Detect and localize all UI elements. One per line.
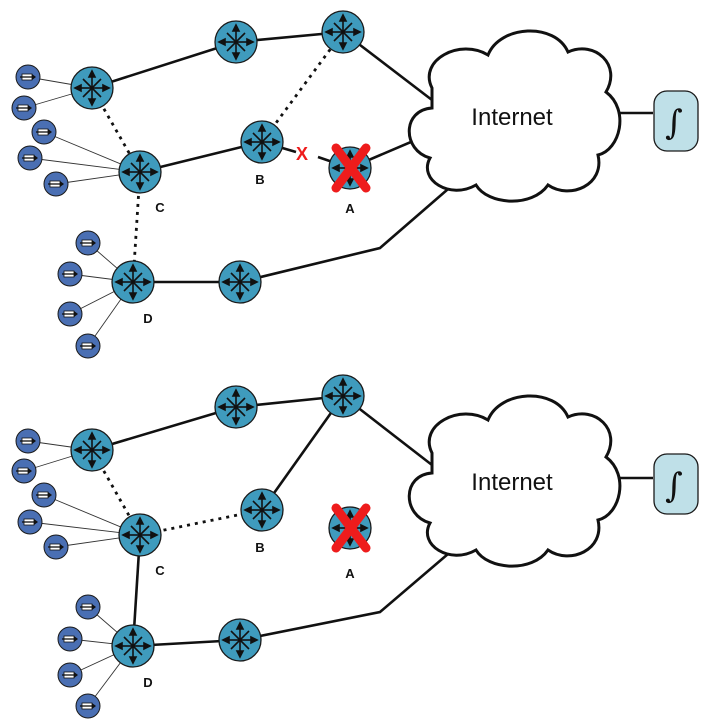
- router-icon: [218, 618, 262, 662]
- backup-links: [90, 449, 263, 537]
- server-symbol: ∫: [665, 103, 683, 143]
- internet-cloud: Internet: [407, 29, 622, 203]
- router-icon: [70, 66, 114, 110]
- host-icon: [57, 626, 83, 652]
- host-icon: [11, 95, 37, 121]
- host-icon: [57, 662, 83, 688]
- host-icon: [75, 333, 101, 359]
- link: [91, 40, 237, 90]
- router-b-icon: [240, 488, 284, 532]
- server-icon: ∫: [653, 453, 699, 515]
- router-icon: [218, 260, 262, 304]
- failed-router-mark: [331, 143, 371, 193]
- host-icon: [75, 594, 101, 620]
- host-links: [23, 76, 141, 347]
- host-icon: [31, 482, 57, 508]
- link: [260, 395, 345, 511]
- host-icon: [57, 301, 83, 327]
- host-icon: [43, 171, 69, 197]
- server-icon: ∫: [653, 90, 699, 152]
- host-links: [23, 440, 141, 707]
- backup-link: [260, 31, 345, 143]
- link: [91, 405, 237, 452]
- label-d: D: [143, 675, 152, 690]
- host-icon: [17, 509, 43, 535]
- link: [239, 182, 456, 284]
- panel-before-failure: Internet ∫ X C B A D: [11, 10, 699, 359]
- failed-router-mark: [331, 503, 371, 553]
- host-icon: [17, 145, 43, 171]
- router-c-icon: [118, 150, 162, 194]
- host-icon: [75, 693, 101, 719]
- label-c: C: [155, 200, 165, 215]
- router-icon: [321, 374, 365, 418]
- label-c: C: [155, 563, 165, 578]
- host-icon: [31, 119, 57, 145]
- failed-link-mark: X: [296, 144, 308, 164]
- router-b-icon: [240, 120, 284, 164]
- host-icon: [75, 230, 101, 256]
- label-b: B: [255, 540, 264, 555]
- router-icon: [214, 385, 258, 429]
- internet-label: Internet: [471, 469, 553, 496]
- router-icon: [214, 20, 258, 64]
- host-icon: [15, 64, 41, 90]
- panel-after-failure: Internet ∫ C B A D: [11, 374, 699, 719]
- internet-label: Internet: [471, 104, 553, 131]
- link: [239, 547, 456, 642]
- router-icon: [321, 10, 365, 54]
- router-d-icon: [111, 260, 155, 304]
- host-icon: [57, 261, 83, 287]
- label-d: D: [143, 311, 152, 326]
- internet-cloud: Internet: [407, 394, 622, 568]
- host-icon: [15, 428, 41, 454]
- router-icon: [70, 428, 114, 472]
- router-d-icon: [111, 624, 155, 668]
- router-c-icon: [118, 513, 162, 557]
- host-icon: [43, 534, 69, 560]
- label-a: A: [345, 201, 355, 216]
- label-b: B: [255, 172, 264, 187]
- label-a: A: [345, 566, 355, 581]
- server-symbol: ∫: [665, 466, 683, 506]
- host-icon: [11, 458, 37, 484]
